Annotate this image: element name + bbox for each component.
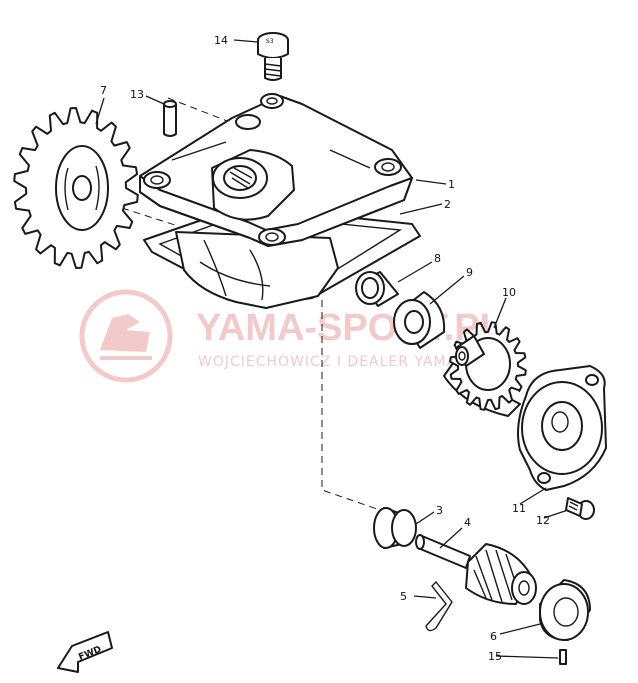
watermark-logo xyxy=(79,289,173,383)
callout-labels: 1 2 3 4 5 6 7 8 9 10 11 12 13 14 15 xyxy=(100,34,550,663)
callout-11: 11 xyxy=(512,502,526,515)
callout-9: 9 xyxy=(466,266,473,279)
fwd-arrow-icon: FWD xyxy=(57,631,113,673)
part-dowel-pin-13 xyxy=(163,100,177,137)
callout-13: 13 xyxy=(130,88,144,101)
callout-1: 1 xyxy=(448,178,455,191)
callout-4: 4 xyxy=(464,516,471,529)
watermark-brand: YAMA-SPORT.PL xyxy=(196,307,503,349)
part-pump-body xyxy=(175,231,339,309)
svg-text:S3: S3 xyxy=(266,38,274,45)
part-housing-cover-11 xyxy=(517,365,607,491)
part-bolt-14: S3 xyxy=(257,32,289,81)
watermark: YAMA-SPORT.PL WOJCIECHOWICZ I DEALER YAM… xyxy=(79,289,503,383)
callout-8: 8 xyxy=(434,252,441,265)
part-helical-gear-10 xyxy=(443,321,527,417)
part-bushing-8 xyxy=(355,271,399,307)
callout-14: 14 xyxy=(214,34,228,47)
part-pin-15 xyxy=(559,649,567,665)
callout-15: 15 xyxy=(488,650,502,663)
part-collar-3 xyxy=(373,507,417,549)
part-spur-gear-7 xyxy=(13,107,139,269)
part-screw-12 xyxy=(565,497,595,520)
callout-12: 12 xyxy=(536,514,550,527)
callout-3: 3 xyxy=(436,504,443,517)
callout-leaders xyxy=(95,39,569,659)
callout-5: 5 xyxy=(400,590,407,603)
part-seal-9 xyxy=(393,291,446,349)
part-shaft-gear-4 xyxy=(415,534,537,605)
part-cap-6 xyxy=(539,579,591,641)
watermark-tagline: WOJCIECHOWICZ I DEALER YAMAHA xyxy=(198,354,479,370)
part-clip-5 xyxy=(425,580,453,632)
part-cover-1 xyxy=(139,93,413,247)
callout-10: 10 xyxy=(502,286,516,299)
callout-6: 6 xyxy=(490,630,497,643)
callout-2: 2 xyxy=(444,198,451,211)
callout-7: 7 xyxy=(100,84,107,97)
